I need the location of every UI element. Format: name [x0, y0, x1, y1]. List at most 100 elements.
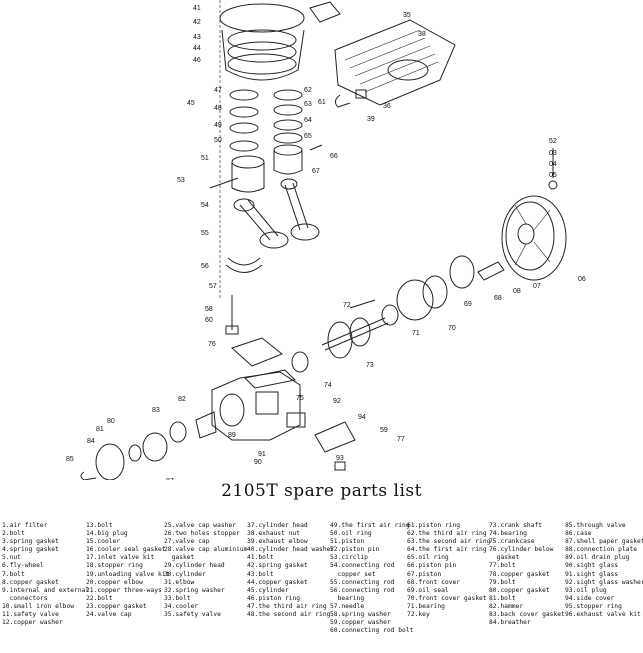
callout-54: 54 [201, 202, 209, 209]
callout-39: 39 [367, 116, 375, 123]
part-item: 23.copper gasket [86, 602, 147, 610]
part-item: 52.piston pin [330, 546, 380, 554]
callout-48: 48 [214, 105, 222, 112]
part-item: 19.unloading valve kit [86, 570, 170, 578]
front-cover [381, 255, 505, 326]
part-item: 4.spring gasket [2, 546, 59, 554]
part-item: 95.stopper ring [565, 602, 622, 610]
compressor-exploded-view: 41 42 43 44 46 45 47 48 49 50 51 53 54 5… [66, 0, 586, 480]
oil-plug [334, 461, 346, 471]
callout-76: 76 [208, 341, 216, 348]
callout-92: 92 [333, 398, 341, 405]
part-item: 86.case [565, 530, 592, 538]
flywheel-bolt [548, 148, 558, 190]
part-item: 20.copper elbow [86, 578, 143, 586]
cylinder-head [334, 19, 456, 106]
callout-07: 07 [533, 283, 541, 290]
callout-49: 49 [214, 122, 222, 129]
piston-left [231, 155, 265, 193]
part-item: 89.oil drain plug [565, 554, 630, 562]
callout-67: 67 [312, 168, 320, 175]
cylinder-below-gasket [231, 337, 283, 367]
part-item: 85.through valve [565, 522, 626, 529]
part-item: 61.piston ring [407, 522, 461, 529]
callout-47: 47 [214, 87, 222, 94]
callout-04: 04 [549, 161, 557, 168]
callout-08: 08 [513, 288, 521, 295]
part-item: 82.hammer [489, 602, 524, 610]
callout-89: 89 [228, 432, 236, 439]
part-item: 14.big plug [86, 530, 128, 538]
part-item: 53.circlip [330, 554, 368, 562]
part-item: 25.valve cap washer [164, 522, 237, 529]
crank-shaft [321, 299, 389, 359]
part-item: 58.spring washer [330, 611, 391, 619]
part-item: 2.bolt [2, 530, 25, 538]
callout-05: 05 [549, 172, 557, 179]
callout-60: 60 [205, 317, 213, 324]
callout-83: 83 [152, 407, 160, 414]
callout-90: 90 [254, 459, 262, 466]
part-item: 59.copper washer [330, 619, 391, 627]
callout-02: 52 [549, 138, 557, 145]
callout-45: 45 [187, 100, 195, 107]
part-item: 8.copper gasket [2, 578, 59, 586]
callout-38: 38 [418, 31, 426, 38]
callout-42: 42 [193, 19, 201, 26]
callout-72: 72 [343, 302, 351, 309]
callout-46: 46 [193, 57, 201, 64]
callout-84: 84 [87, 438, 95, 445]
connecting-rods [225, 178, 320, 273]
gasket-top [309, 1, 341, 23]
callout-64: 64 [304, 117, 312, 124]
piston-rings-left [229, 89, 259, 152]
part-item: connectors [2, 594, 48, 602]
part-item: 45.cylinder [247, 586, 289, 594]
callout-75: 75 [296, 395, 304, 402]
callout-71: 71 [412, 330, 420, 337]
callout-59: 59 [380, 427, 388, 434]
part-item: 17.inlet valve kit [86, 554, 155, 562]
part-item: 94.side cover [565, 594, 615, 602]
callout-80: 80 [107, 418, 115, 425]
part-item: 72.key [407, 611, 430, 619]
callout-82: 82 [178, 396, 186, 403]
part-item: 21.copper three-ways [86, 586, 162, 594]
part-item: 50.oil ring [330, 530, 372, 538]
callout-91: 91 [258, 451, 266, 458]
part-item: 42.spring gasket [247, 562, 308, 570]
part-item: 91.sight glass [565, 570, 619, 578]
callouts: 41 42 43 44 46 45 47 48 49 50 51 53 54 5… [66, 5, 586, 480]
part-item: 27.valve cap [164, 538, 210, 546]
callout-06: 06 [578, 276, 586, 283]
part-item: 87.shell paper gasket [565, 538, 643, 546]
part-item: 64.the first air ring [407, 546, 487, 554]
part-item: bearing [330, 594, 365, 602]
part-item: 49.the first air ring [330, 522, 410, 529]
part-item: 55.connecting rod [330, 578, 395, 586]
part-item: 79.bolt [489, 578, 516, 586]
part-item: 46.piston ring [247, 594, 301, 602]
callout-87: 87 [166, 478, 174, 480]
part-item: 66.piston pin [407, 562, 457, 570]
part-item: 7.bolt [2, 570, 25, 578]
part-item: 10.small iron elbow [2, 602, 75, 610]
part-item: 30.cylinder [164, 570, 206, 578]
callout-66: 66 [330, 153, 338, 160]
callout-69: 69 [464, 301, 472, 308]
part-item: 47.the third air ring [247, 602, 327, 610]
page-title: 2105T spare parts list [221, 481, 422, 501]
part-item: 74.bearing [489, 530, 527, 538]
part-item: 44.copper gasket [247, 578, 308, 586]
part-item: 41.bolt [247, 554, 274, 562]
part-item: 90.sight glass [565, 562, 619, 570]
callout-44: 44 [193, 45, 201, 52]
part-item: 56.connecting rod [330, 586, 395, 594]
exhaust-nut [334, 89, 367, 108]
part-item: 63.the second air ring [407, 538, 491, 546]
